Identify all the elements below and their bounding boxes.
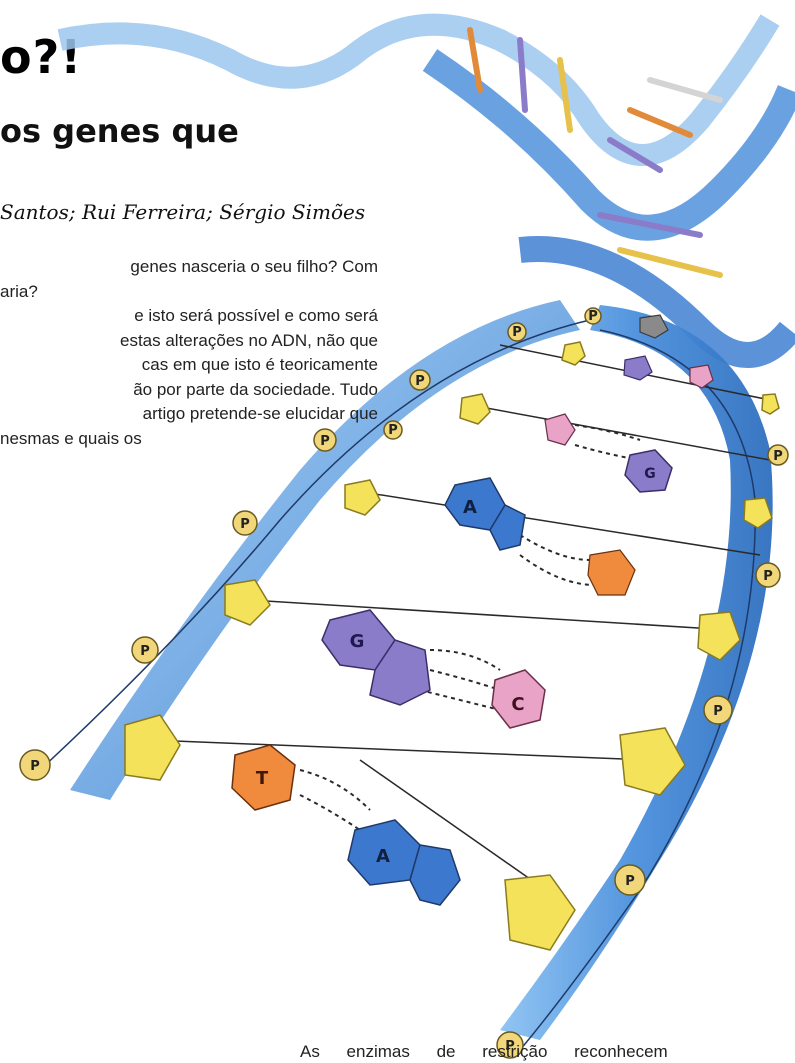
svg-text:A: A: [463, 497, 477, 518]
svg-text:C: C: [511, 694, 524, 715]
paragraph-line: artigo pretende-se elucidar que: [0, 402, 378, 427]
base-adenine: A: [348, 820, 460, 905]
svg-text:P: P: [140, 644, 150, 659]
phosphate-circle: P: [20, 750, 50, 780]
base-thymine: T: [232, 745, 295, 810]
paragraph-line: estas alterações no ADN, não que: [0, 329, 378, 354]
base-guanine: G: [625, 450, 672, 492]
base-cytosine: C: [492, 670, 545, 728]
paragraph-line: nesmas e quais os: [0, 427, 378, 452]
paragraph-line: cas em que isto é teoricamente: [0, 353, 378, 378]
phosphate-circle: P: [756, 563, 780, 587]
paragraph-line: e isto será possível e como será: [0, 304, 378, 329]
next-column-text-fragment: As enzimas de restrição reconhecem: [300, 1042, 668, 1062]
svg-text:P: P: [773, 449, 783, 464]
svg-text:T: T: [256, 768, 269, 789]
phosphate-circle: P: [508, 323, 526, 341]
phosphate-circle: P: [585, 308, 601, 324]
paragraph-line: ão por parte da sociedade. Tudo: [0, 378, 378, 403]
svg-text:P: P: [30, 759, 40, 774]
article-intro-paragraph: genes nasceria o seu filho? Com aria? e …: [0, 255, 378, 451]
phosphate-circle: P: [410, 370, 430, 390]
paragraph-line: genes nasceria o seu filho? Com: [0, 255, 378, 280]
phosphate-circle: P: [704, 696, 732, 724]
base-adenine: A: [445, 478, 525, 550]
phosphate-circle: P: [615, 865, 645, 895]
phosphate-circle: P: [233, 511, 257, 535]
svg-text:G: G: [644, 466, 656, 482]
base-guanine: G: [322, 610, 430, 705]
svg-text:P: P: [713, 704, 723, 719]
phosphate-circle: P: [768, 445, 788, 465]
svg-text:P: P: [625, 874, 635, 889]
svg-text:P: P: [512, 325, 522, 340]
phosphate-circle: P: [384, 421, 402, 439]
phosphate-circle: P: [132, 637, 158, 663]
svg-text:A: A: [376, 846, 390, 867]
svg-text:P: P: [763, 569, 773, 584]
svg-text:P: P: [388, 423, 398, 438]
svg-text:G: G: [350, 631, 365, 652]
paragraph-line: aria?: [0, 280, 378, 305]
svg-text:P: P: [415, 374, 425, 389]
svg-text:P: P: [588, 309, 598, 324]
svg-text:P: P: [240, 517, 250, 532]
